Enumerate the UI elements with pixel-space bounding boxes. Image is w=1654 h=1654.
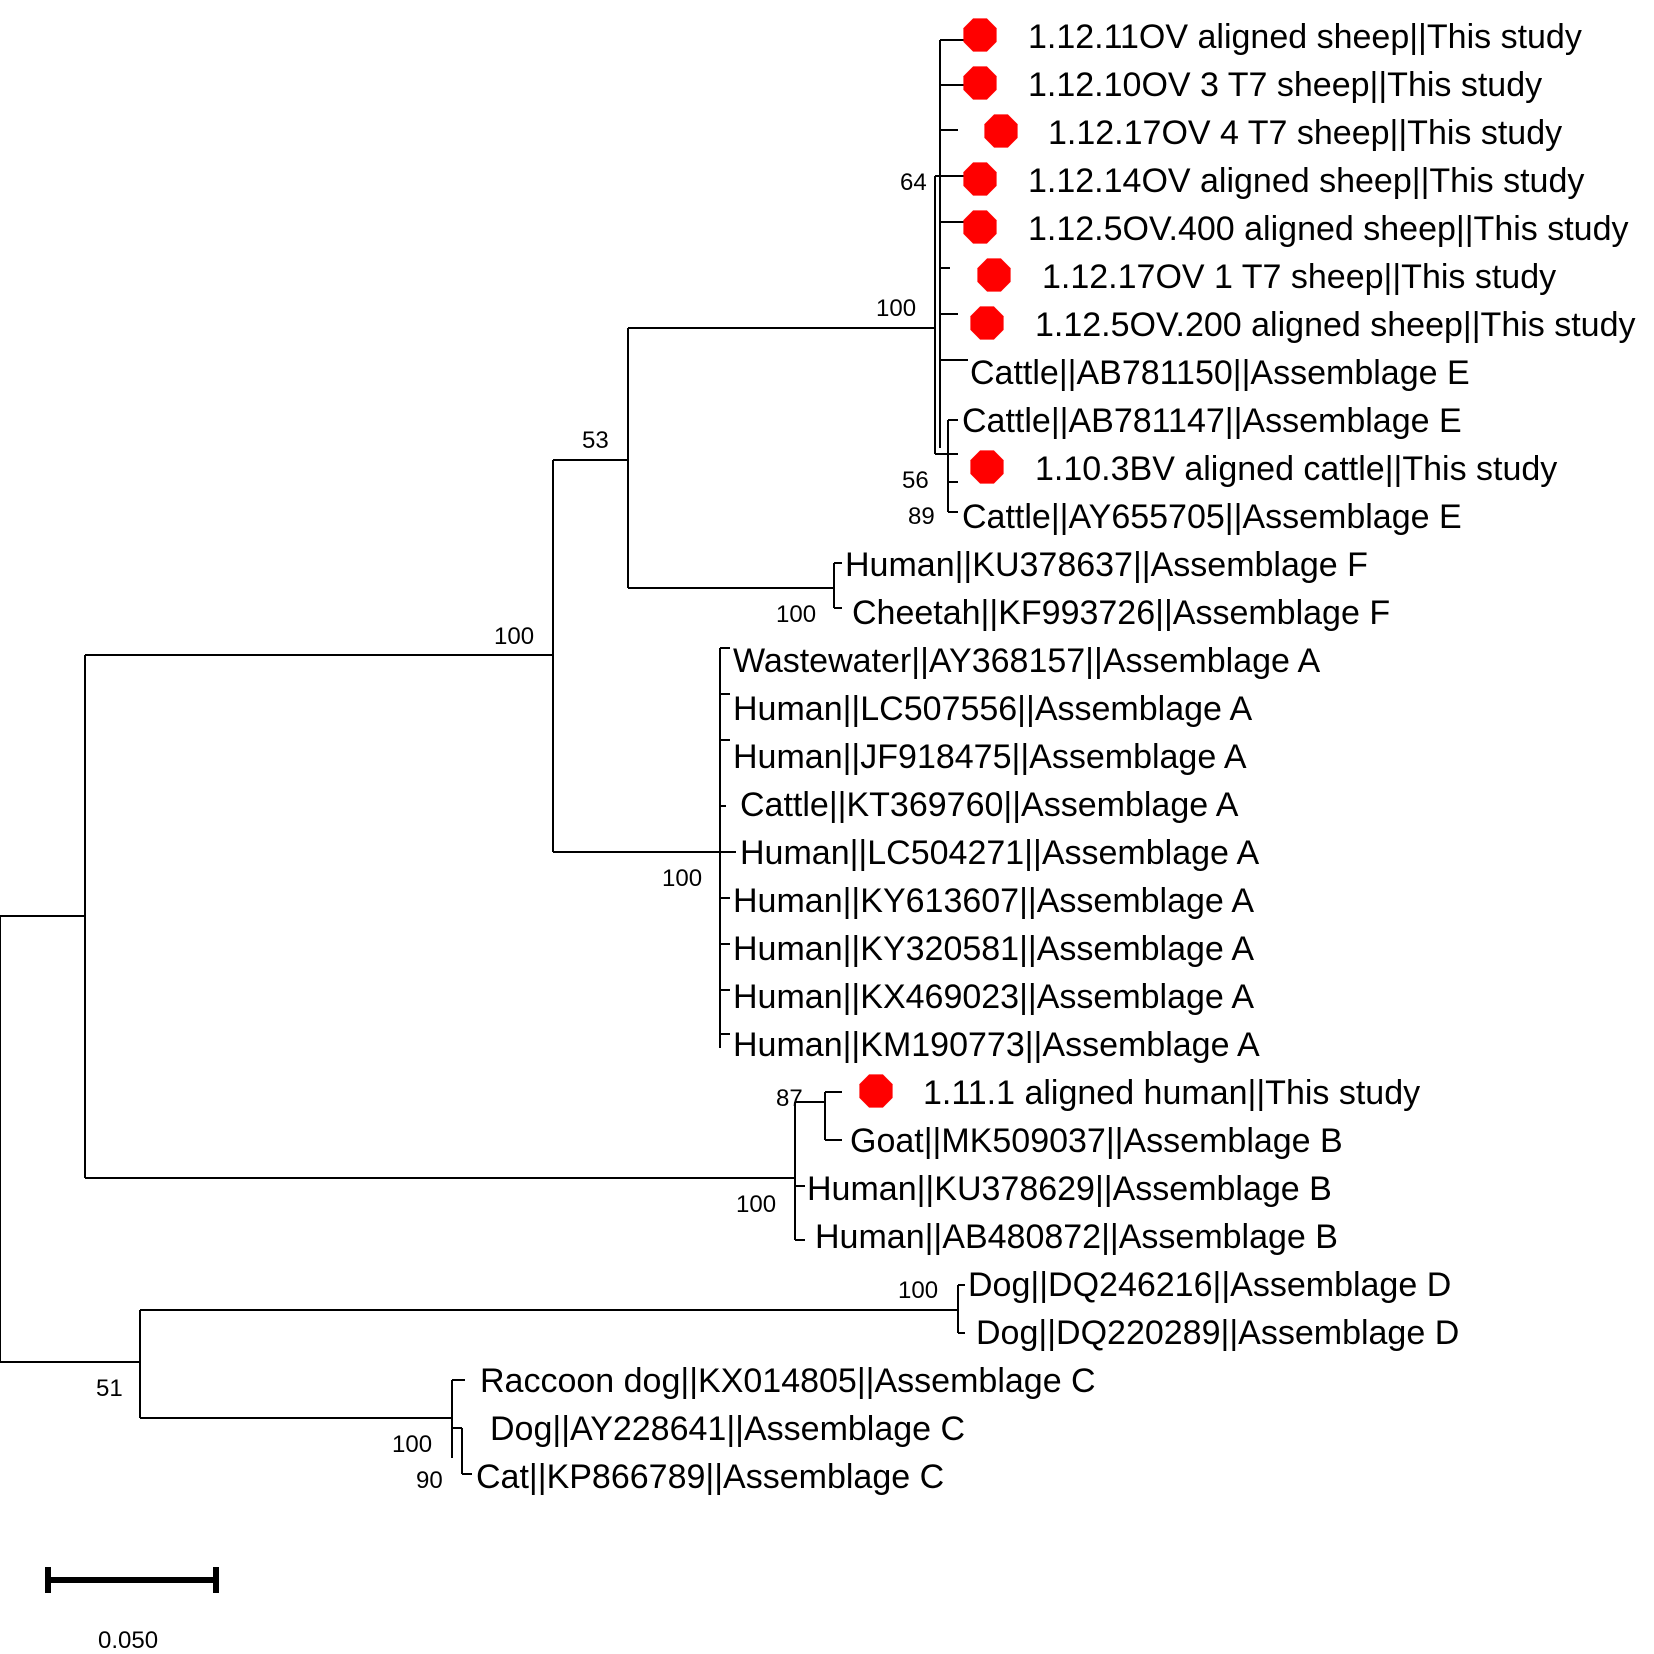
leaf-label: 1.12.5OV.400 aligned sheep||This study (1028, 210, 1629, 248)
tree-branches (0, 39, 968, 1475)
leaf-label: 1.12.10OV 3 T7 sheep||This study (1028, 66, 1542, 104)
leaf-label: 1.12.5OV.200 aligned sheep||This study (1035, 306, 1636, 344)
leaf-label: Human||KU378637||Assemblage F (845, 546, 1368, 584)
support-value: 53 (582, 427, 609, 454)
this-study-marker-icon (970, 450, 1004, 484)
leaf-label: Human||KM190773||Assemblage A (733, 1026, 1260, 1064)
support-value: 100 (736, 1191, 776, 1218)
scale-bar: 0.050 (45, 1567, 219, 1654)
leaf-label: Cattle||AY655705||Assemblage E (962, 498, 1462, 536)
support-value: 89 (908, 503, 935, 530)
support-value: 100 (876, 295, 916, 322)
leaf-label: Cattle||AB781150||Assemblage E (970, 354, 1470, 392)
leaf-label: Human||LC504271||Assemblage A (740, 834, 1260, 872)
leaf-labels: 1.12.11OV aligned sheep||This study 1.12… (476, 18, 1636, 1496)
this-study-marker-icon (859, 1074, 893, 1108)
support-value: 56 (902, 467, 929, 494)
leaf-label: 1.12.17OV 4 T7 sheep||This study (1048, 114, 1562, 152)
leaf-label: 1.11.1 aligned human||This study (923, 1074, 1420, 1112)
leaf-label: Human||JF918475||Assemblage A (733, 738, 1247, 776)
this-study-markers (859, 18, 1018, 1108)
this-study-marker-icon (977, 258, 1011, 292)
leaf-label: Human||KY320581||Assemblage A (733, 930, 1254, 968)
this-study-marker-icon (963, 210, 997, 244)
this-study-marker-icon (984, 114, 1018, 148)
support-value: 100 (898, 1277, 938, 1304)
leaf-label: Cheetah||KF993726||Assemblage F (852, 594, 1390, 632)
support-value: 100 (494, 623, 534, 650)
leaf-label: Dog||DQ246216||Assemblage D (968, 1266, 1451, 1304)
support-value: 100 (662, 865, 702, 892)
support-values: 64 100 56 89 53 100 100 100 87 100 100 5… (96, 169, 938, 1494)
leaf-label: Human||KU378629||Assemblage B (807, 1170, 1332, 1208)
leaf-label: Human||KX469023||Assemblage A (733, 978, 1254, 1016)
leaf-label: Human||KY613607||Assemblage A (733, 882, 1254, 920)
leaf-label: 1.12.17OV 1 T7 sheep||This study (1042, 258, 1556, 296)
leaf-label: Dog||AY228641||Assemblage C (490, 1410, 965, 1448)
leaf-label: 1.12.11OV aligned sheep||This study (1028, 18, 1582, 56)
support-value: 51 (96, 1375, 123, 1402)
support-value: 100 (392, 1431, 432, 1458)
support-value: 90 (416, 1467, 443, 1494)
scale-bar-label: 0.050 (98, 1627, 158, 1654)
leaf-label: Wastewater||AY368157||Assemblage A (733, 642, 1321, 680)
leaf-label: Human||LC507556||Assemblage A (733, 690, 1253, 728)
support-value: 100 (776, 601, 816, 628)
leaf-label: 1.12.14OV aligned sheep||This study (1028, 162, 1584, 200)
leaf-label: Cat||KP866789||Assemblage C (476, 1458, 944, 1496)
leaf-label: Cattle||KT369760||Assemblage A (740, 786, 1239, 824)
leaf-label: Dog||DQ220289||Assemblage D (976, 1314, 1459, 1352)
this-study-marker-icon (963, 162, 997, 196)
support-value: 87 (776, 1085, 803, 1112)
this-study-marker-icon (963, 18, 997, 52)
leaf-label: Cattle||AB781147||Assemblage E (962, 402, 1462, 440)
this-study-marker-icon (963, 66, 997, 100)
leaf-label: Human||AB480872||Assemblage B (815, 1218, 1338, 1256)
support-value: 64 (900, 169, 927, 196)
leaf-label: 1.10.3BV aligned cattle||This study (1035, 450, 1557, 488)
this-study-marker-icon (970, 306, 1004, 340)
leaf-label: Goat||MK509037||Assemblage B (850, 1122, 1343, 1160)
leaf-label: Raccoon dog||KX014805||Assemblage C (480, 1362, 1096, 1400)
